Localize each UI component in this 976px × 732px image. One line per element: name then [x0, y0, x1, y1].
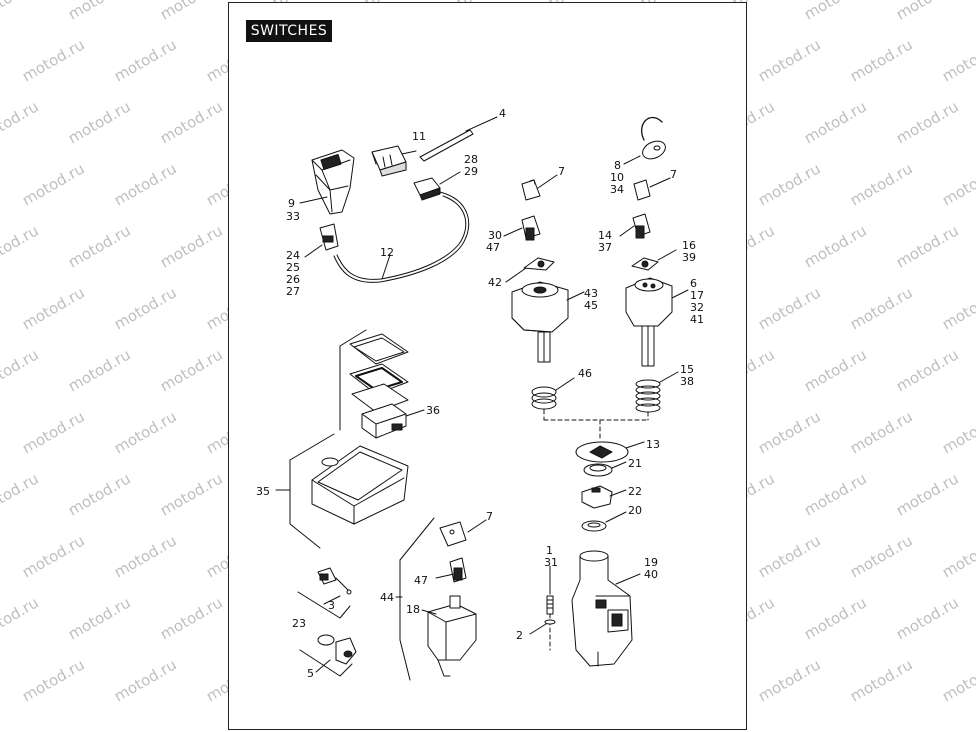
switch-housing-part	[299, 149, 355, 215]
callout-c7c: 7	[486, 510, 493, 523]
callout-c47b: 47	[414, 574, 428, 587]
callout-c27: 27	[286, 285, 300, 298]
callout-c43: 43	[584, 287, 598, 300]
callout-c23: 23	[292, 617, 306, 630]
callout-c12: 12	[380, 246, 394, 259]
callout-c6: 6	[690, 277, 697, 290]
module-cover-stack-part	[349, 333, 425, 439]
callout-c21: 21	[628, 457, 642, 470]
callout-c38: 38	[680, 375, 694, 388]
callout-c1: 1	[546, 544, 553, 557]
cable-strap-part	[419, 116, 498, 162]
callout-c5: 5	[307, 667, 314, 680]
callout-c47a: 47	[486, 241, 500, 254]
callout-c22: 22	[628, 485, 642, 498]
callout-c8: 8	[614, 159, 621, 172]
callout-c18: 18	[406, 603, 420, 616]
callout-c14: 14	[598, 229, 612, 242]
callout-c40: 40	[644, 568, 658, 581]
callout-c25: 25	[286, 261, 300, 274]
callout-c34: 34	[610, 183, 624, 196]
sender-switch-part	[297, 567, 352, 619]
coil-spring-part	[635, 371, 679, 413]
rotor-part	[581, 485, 627, 509]
callout-c30: 30	[488, 229, 502, 242]
screw-part	[529, 565, 556, 635]
callout-c41: 41	[690, 313, 704, 326]
callout-c29: 29	[464, 165, 478, 178]
callout-c7b: 7	[670, 168, 677, 181]
callout-c32: 32	[690, 301, 704, 314]
callout-c9: 9	[288, 197, 295, 210]
callout-c13: 13	[646, 438, 660, 451]
callout-c26: 26	[286, 273, 300, 286]
wiring-harness-part	[304, 191, 470, 283]
callout-c10: 10	[610, 171, 624, 184]
callout-c20: 20	[628, 504, 642, 517]
callout-c19: 19	[644, 556, 658, 569]
callout-c45: 45	[584, 299, 598, 312]
callout-c35: 35	[256, 485, 270, 498]
contact-plate-part	[575, 441, 645, 463]
key-tag-part	[623, 116, 666, 165]
callout-c33: 33	[286, 210, 300, 223]
page-title: SWITCHES	[246, 20, 332, 42]
module-tray-part	[275, 329, 409, 549]
ignition-cap-part	[511, 281, 585, 363]
snap-ring-part	[581, 511, 627, 532]
callout-c39: 39	[682, 251, 696, 264]
key-blank-part	[503, 174, 558, 241]
callout-c31: 31	[544, 556, 558, 569]
callout-c11: 11	[412, 130, 426, 143]
ring-spring-part	[531, 377, 575, 410]
callout-c15: 15	[680, 363, 694, 376]
callout-c4: 4	[499, 107, 506, 120]
retaining-clip-part	[505, 249, 677, 283]
connector-part	[371, 145, 417, 177]
callout-c36: 36	[426, 404, 440, 417]
callout-c44: 44	[380, 591, 394, 604]
callout-c37: 37	[598, 241, 612, 254]
callout-c46: 46	[578, 367, 592, 380]
callout-c24: 24	[286, 249, 300, 262]
callout-c28: 28	[464, 153, 478, 166]
callout-c7a: 7	[558, 165, 565, 178]
diagram-frame	[228, 2, 747, 730]
callout-c16: 16	[682, 239, 696, 252]
fork-lock-part	[395, 517, 487, 681]
plug-connector-part	[413, 171, 461, 201]
ignition-housing-part	[571, 550, 641, 667]
switch-cap-part	[625, 277, 689, 367]
callout-c42: 42	[488, 276, 502, 289]
callout-c3: 3	[328, 599, 335, 612]
callout-c17: 17	[690, 289, 704, 302]
callout-c2: 2	[516, 629, 523, 642]
drain-plug-part	[299, 634, 357, 677]
key-part	[619, 177, 671, 239]
bushing-ring-part	[583, 461, 627, 477]
